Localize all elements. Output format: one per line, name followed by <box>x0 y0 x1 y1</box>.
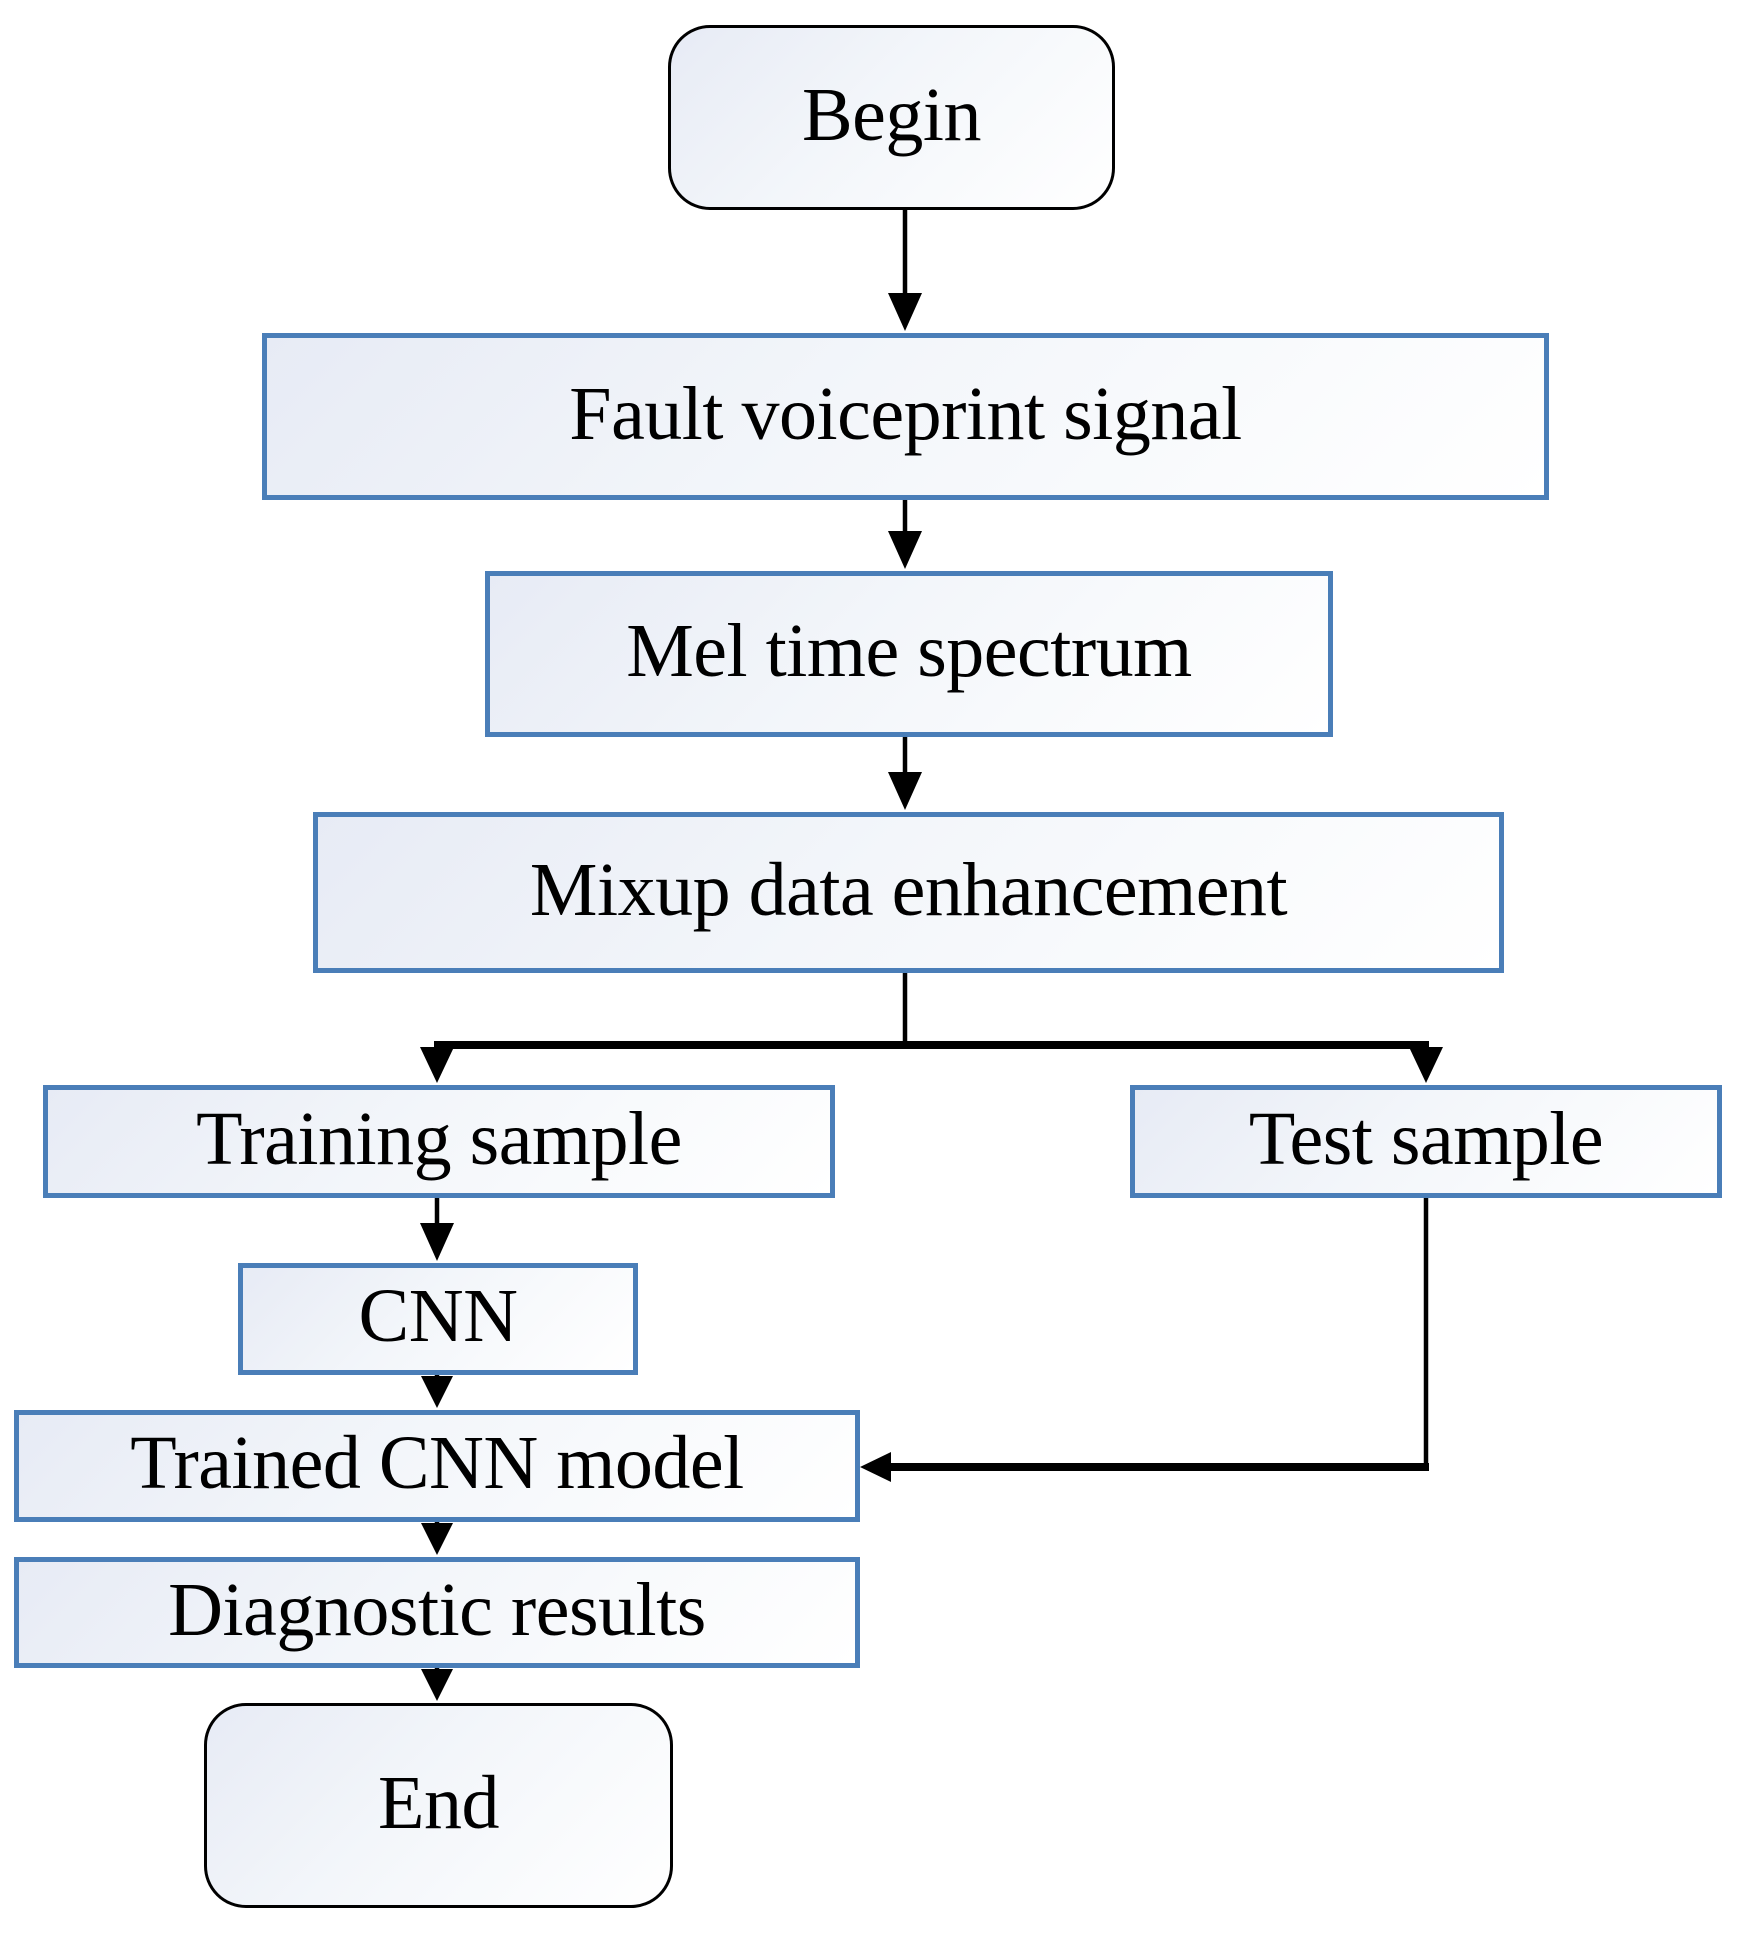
node-end: End <box>204 1703 673 1908</box>
edge-cnn-trained <box>421 1375 453 1408</box>
edge-diagnostic-end <box>421 1668 453 1701</box>
node-cnn-label: CNN <box>358 1274 518 1358</box>
node-training-label: Training sample <box>196 1096 682 1181</box>
node-trained-cnn-model: Trained CNN model <box>14 1410 860 1522</box>
node-mel-time-spectrum: Mel time spectrum <box>485 571 1333 737</box>
node-mel-label: Mel time spectrum <box>626 609 1192 693</box>
edge-mixup-split <box>420 973 1443 1083</box>
edge-training-cnn <box>420 1198 454 1261</box>
node-training-sample: Training sample <box>43 1085 835 1198</box>
node-fault-voiceprint-signal: Fault voiceprint signal <box>262 333 1549 500</box>
edge-trained-diagnostic <box>421 1522 453 1555</box>
node-test-label: Test sample <box>1248 1096 1604 1181</box>
node-diagnostic-label: Diagnostic results <box>168 1567 706 1652</box>
node-mixup-label: Mixup data enhancement <box>529 847 1288 932</box>
edge-mel-mixup <box>888 737 922 810</box>
edge-begin-fault <box>888 210 922 331</box>
node-end-label: End <box>378 1760 499 1845</box>
node-trained-label: Trained CNN model <box>130 1421 744 1505</box>
node-begin-label: Begin <box>801 72 982 157</box>
node-mixup-data-enhancement: Mixup data enhancement <box>313 812 1504 973</box>
node-begin: Begin <box>668 25 1115 210</box>
node-fault-label: Fault voiceprint signal <box>569 371 1242 456</box>
edge-test-trained <box>860 1198 1429 1482</box>
node-diagnostic-results: Diagnostic results <box>14 1557 860 1668</box>
edge-fault-mel <box>888 500 922 569</box>
node-cnn: CNN <box>238 1263 638 1375</box>
node-test-sample: Test sample <box>1130 1085 1722 1198</box>
